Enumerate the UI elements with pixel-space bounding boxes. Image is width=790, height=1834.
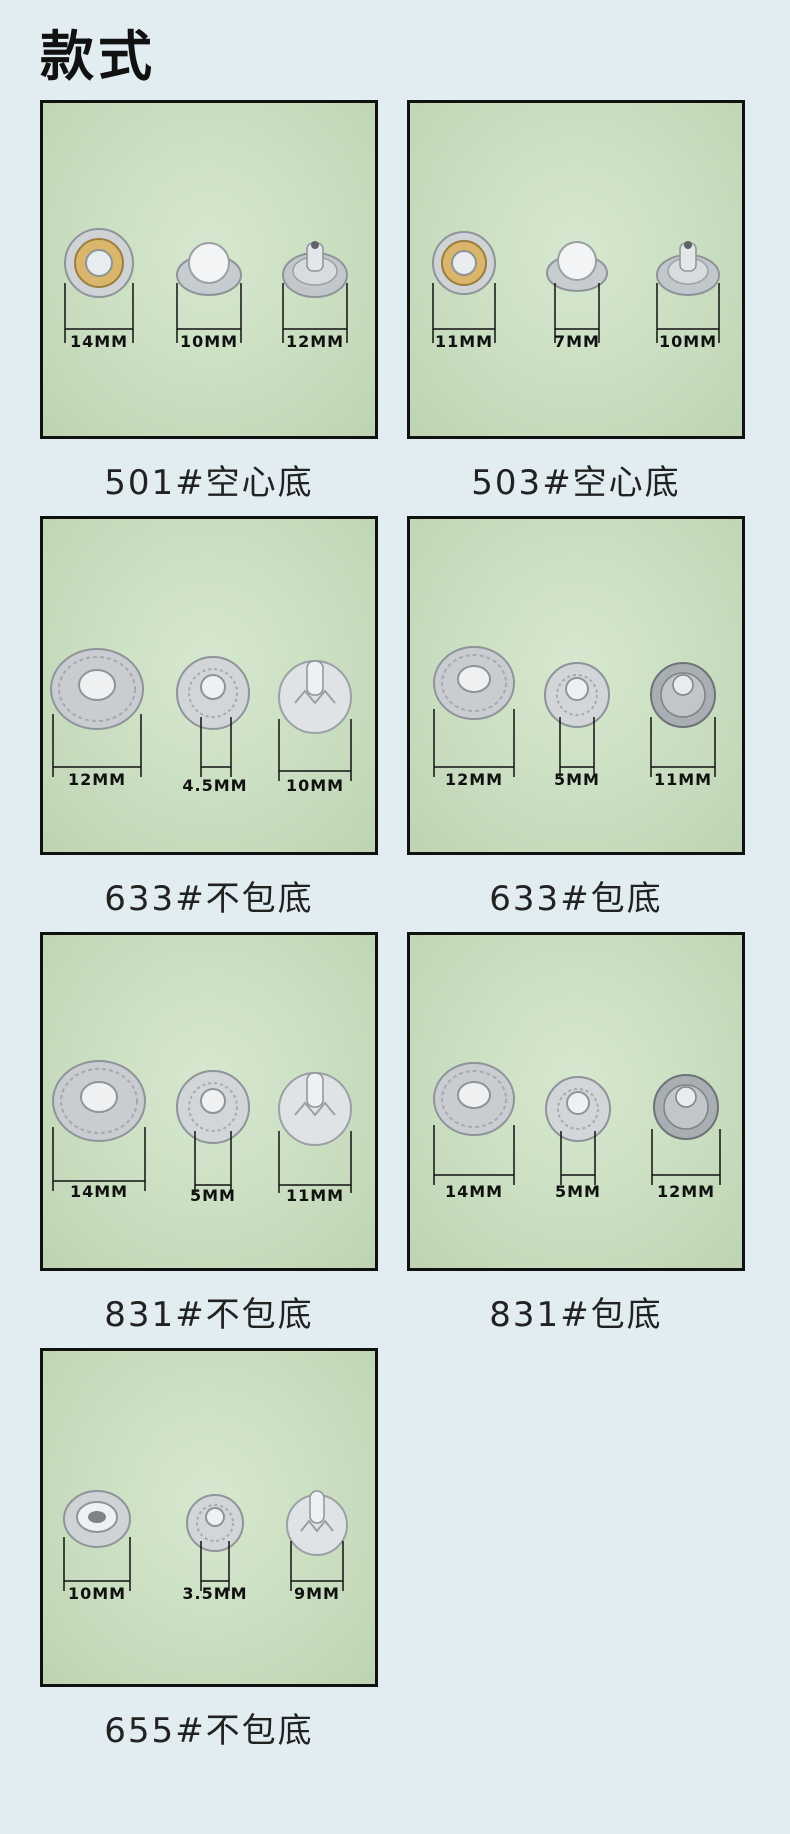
product-photo: 14MM 5MM 11MM <box>40 932 378 1271</box>
part-size-label: 10MM <box>659 332 717 351</box>
product-caption: 633#不包底 <box>104 879 314 919</box>
cap-dome-icon <box>546 241 608 292</box>
engraved-ring-icon <box>52 1060 146 1142</box>
stud-post-icon <box>656 241 720 296</box>
stud-base-icon <box>186 1494 244 1552</box>
socket-ring-icon <box>64 228 134 298</box>
product-photo: 10MM 3.5MM 9MM <box>40 1348 378 1687</box>
part-size-label: 3.5MM <box>182 1584 247 1603</box>
product-caption: 655#不包底 <box>104 1711 314 1751</box>
part-size-label: 5MM <box>554 770 600 789</box>
post-flower-icon <box>278 660 352 734</box>
stud-base-icon <box>545 1076 611 1142</box>
part-size-label: 11MM <box>286 1186 344 1205</box>
product-caption: 831#包底 <box>489 1295 663 1335</box>
post-covered-icon <box>650 662 716 728</box>
part-size-label: 11MM <box>654 770 712 789</box>
part-size-label: 4.5MM <box>182 776 247 795</box>
part-size-label: 7MM <box>554 332 600 351</box>
stud-base-icon <box>176 656 250 730</box>
part-size-label: 12MM <box>445 770 503 789</box>
part-size-label: 5MM <box>555 1182 601 1201</box>
product-card-831-open: 14MM 5MM 11MM 831#不包底 <box>40 932 378 1335</box>
post-flower-icon <box>286 1490 348 1556</box>
product-card-503: 11MM 7MM 10MM 503#空心底 <box>407 100 745 503</box>
product-photo: 14MM 5MM 12MM <box>407 932 745 1271</box>
part-size-label: 5MM <box>190 1186 236 1205</box>
part-size-label: 12MM <box>657 1182 715 1201</box>
part-size-label: 12MM <box>286 332 344 351</box>
product-card-633-covered: 12MM 5MM 11MM 633#包底 <box>407 516 745 919</box>
post-flower-icon <box>278 1072 352 1146</box>
page-title: 款式 <box>40 25 156 88</box>
product-caption: 633#包底 <box>489 879 663 919</box>
product-photo: 12MM 4.5MM 10MM <box>40 516 378 855</box>
product-caption: 501#空心底 <box>104 463 314 503</box>
post-covered-icon <box>653 1074 719 1140</box>
product-photo: 14MM 10MM 12MM <box>40 100 378 439</box>
product-card-655: 10MM 3.5MM 9MM 655#不包底 <box>40 1348 378 1751</box>
product-caption: 831#不包底 <box>104 1295 314 1335</box>
part-size-label: 10MM <box>68 1584 126 1603</box>
product-card-831-covered: 14MM 5MM 12MM 831#包底 <box>407 932 745 1335</box>
part-size-label: 10MM <box>286 776 344 795</box>
product-caption: 503#空心底 <box>471 463 681 503</box>
product-card-633-open: 12MM 4.5MM 10MM 633#不包底 <box>40 516 378 919</box>
stud-base-icon <box>544 662 610 728</box>
part-size-label: 14MM <box>70 1182 128 1201</box>
socket-ring-icon <box>432 231 496 295</box>
part-size-label: 11MM <box>435 332 493 351</box>
product-photo: 12MM 5MM 11MM <box>407 516 745 855</box>
product-photo: 11MM 7MM 10MM <box>407 100 745 439</box>
part-size-label: 9MM <box>294 1584 340 1603</box>
cap-dome-icon <box>176 242 242 296</box>
engraved-ring-icon <box>433 646 515 720</box>
socket-ring-icon <box>63 1490 131 1548</box>
part-size-label: 14MM <box>445 1182 503 1201</box>
engraved-ring-icon <box>50 648 144 730</box>
stud-base-icon <box>176 1070 250 1144</box>
part-size-label: 10MM <box>180 332 238 351</box>
product-card-501: 14MM 10MM 12MM 501#空心底 <box>40 100 378 503</box>
part-size-label: 14MM <box>70 332 128 351</box>
engraved-ring-icon <box>433 1062 515 1136</box>
stud-post-icon <box>282 241 348 298</box>
part-size-label: 12MM <box>68 770 126 789</box>
